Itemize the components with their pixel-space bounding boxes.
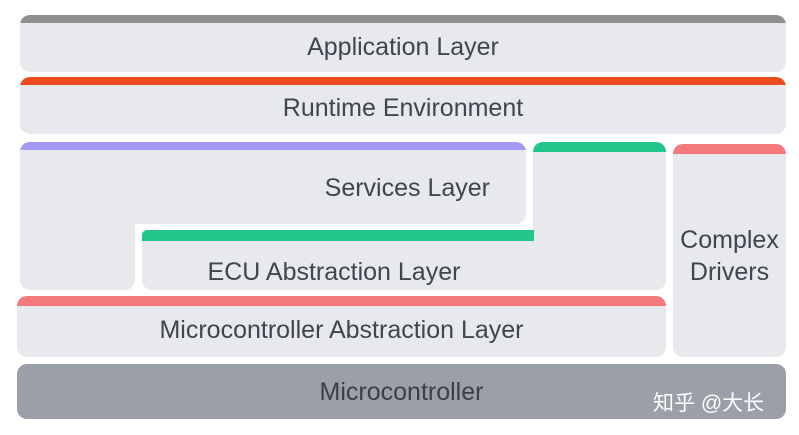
runtime-environment-block: Runtime Environment — [20, 77, 786, 134]
application-layer-accent-bar — [20, 15, 786, 23]
services-layer-accent-bar — [20, 142, 526, 150]
complex-drivers-block: Complex Drivers — [673, 144, 786, 357]
ecu-abstraction-tower-accent-bar — [533, 142, 666, 152]
ecu-abstraction-accent-bar — [142, 230, 534, 241]
microcontroller-label: Microcontroller — [319, 378, 484, 406]
mcal-accent-bar — [17, 296, 666, 306]
application-layer-block: Application Layer — [20, 15, 786, 72]
application-layer-label: Application Layer — [307, 33, 499, 61]
mcal-label: Microcontroller Abstraction Layer — [159, 316, 524, 344]
services-layer-label: Services Layer — [324, 174, 490, 202]
ecu-abstraction-layer-label: ECU Abstraction Layer — [207, 258, 461, 286]
microcontroller-block: Microcontroller — [17, 364, 786, 419]
complex-drivers-accent-bar — [673, 144, 786, 154]
services-layer-block: Services Layer — [20, 142, 526, 224]
complex-drivers-label: Complex Drivers — [680, 226, 779, 286]
watermark: 知乎 @大长 — [653, 392, 765, 415]
runtime-environment-label: Runtime Environment — [282, 94, 524, 122]
runtime-environment-accent-bar — [20, 77, 786, 85]
mcal-block: Microcontroller Abstraction Layer — [17, 296, 666, 357]
